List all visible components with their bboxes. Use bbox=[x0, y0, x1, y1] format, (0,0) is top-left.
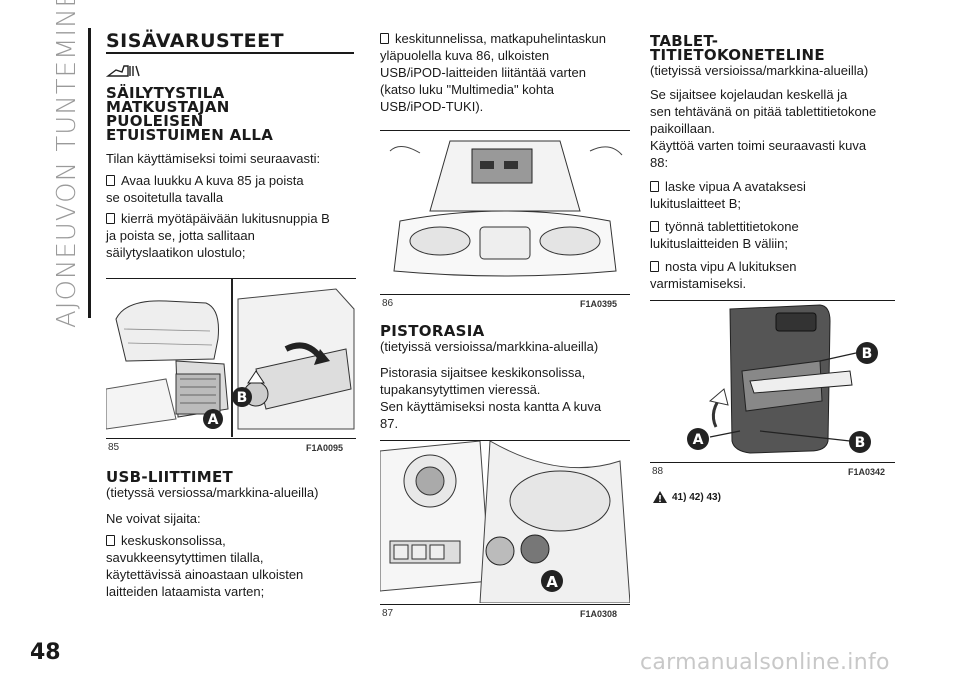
tablet-bullet-3: nosta vipu A lukituksen varmistamiseksi. bbox=[650, 259, 797, 291]
tablet-note: (tietyissä versioissa/markkina-alueilla) bbox=[650, 63, 869, 78]
figure-85-label-b: B bbox=[237, 390, 248, 406]
socket-paragraph: Pistorasia sijaitsee keskikonsolissa, tu… bbox=[380, 365, 602, 431]
figure-85-seat-storage-illustration: A B bbox=[106, 279, 356, 437]
figure-87-bottom-rule bbox=[380, 604, 630, 605]
bullet-icon bbox=[106, 535, 115, 546]
figure-88-top-rule bbox=[650, 300, 895, 301]
usb-note: (tietyssä versiossa/markkina-alueilla) bbox=[106, 485, 319, 500]
figure-88-label-a: A bbox=[693, 432, 704, 448]
figure-88-label-b-bottom: B bbox=[855, 435, 866, 451]
tablet-bullet-2: työnnä tablettitietokone lukituslaitteid… bbox=[650, 219, 799, 251]
figure-87-socket-illustration: A bbox=[380, 441, 630, 603]
figure-85-code: F1A0095 bbox=[306, 443, 344, 453]
usb-intro: Ne voivat sijaita: bbox=[106, 511, 201, 526]
figure-85-label-a: A bbox=[208, 412, 219, 428]
figure-87-label-a: A bbox=[546, 573, 558, 591]
figure-86-code: F1A0395 bbox=[580, 299, 618, 309]
watermark: carmanualsonline.info bbox=[640, 650, 890, 675]
figure-88-bottom-rule bbox=[650, 462, 895, 463]
figure-86-usb-console-illustration bbox=[380, 131, 630, 293]
bullet-icon bbox=[650, 261, 659, 272]
figure-85-number: 85 bbox=[108, 442, 120, 453]
tablet-paragraph: Se sijaitsee kojelaudan keskellä ja sen … bbox=[650, 87, 877, 170]
figure-87-number: 87 bbox=[382, 608, 394, 619]
socket-subheading: PISTORASIA bbox=[380, 322, 485, 340]
storage-bullet-1: Avaa luukku A kuva 85 ja poista se osoit… bbox=[106, 173, 304, 205]
figure-85-bottom-rule bbox=[106, 438, 356, 439]
seat-storage-icon bbox=[106, 65, 140, 77]
figure-87-top-rule bbox=[380, 440, 630, 441]
usb-bullet-1: keskuskonsolissa, savukkeensytyttimen ti… bbox=[106, 533, 304, 599]
usb-subheading: USB-LIITTIMET bbox=[106, 468, 234, 486]
figure-88-code: F1A0342 bbox=[848, 467, 886, 477]
storage-bullet-2: kierrä myötäpäivään lukitusnuppia B ja p… bbox=[106, 211, 330, 260]
figure-88-number: 88 bbox=[652, 466, 664, 477]
tablet-subheading: TABLET-TITIETOKONETELINE bbox=[650, 32, 825, 64]
section-side-title: AJONEUVON TUNTEMINEN bbox=[52, 0, 82, 328]
usb-bullet-2: keskitunnelissa, matkapuhelintaskun yläp… bbox=[380, 31, 607, 114]
figure-86-bottom-rule bbox=[380, 294, 630, 295]
figure-85-top-rule bbox=[106, 278, 356, 279]
figure-88-label-b-top: B bbox=[862, 346, 873, 362]
tablet-bullet-1: laske vipua A avataksesi lukituslaitteet… bbox=[650, 179, 806, 211]
side-rule bbox=[88, 28, 91, 318]
main-heading: SISÄVARUSTEET bbox=[106, 30, 285, 52]
socket-note: (tietyissä versioissa/markkina-alueilla) bbox=[380, 339, 599, 354]
figure-88-tablet-holder-illustration: B B A bbox=[650, 301, 895, 461]
heading-rule bbox=[106, 52, 354, 54]
figure-86-number: 86 bbox=[382, 298, 394, 309]
warning-references: 41) 42) 43) bbox=[672, 492, 721, 503]
bullet-icon bbox=[650, 221, 659, 232]
bullet-icon bbox=[380, 33, 389, 44]
warning-icon bbox=[653, 491, 667, 503]
bullet-icon bbox=[106, 213, 115, 224]
bullet-icon bbox=[650, 181, 659, 192]
bullet-icon bbox=[106, 175, 115, 186]
figure-86-top-rule bbox=[380, 130, 630, 131]
page-number: 48 bbox=[30, 640, 61, 665]
figure-87-code: F1A0308 bbox=[580, 609, 618, 619]
storage-intro: Tilan käyttämiseksi toimi seuraavasti: bbox=[106, 151, 321, 166]
